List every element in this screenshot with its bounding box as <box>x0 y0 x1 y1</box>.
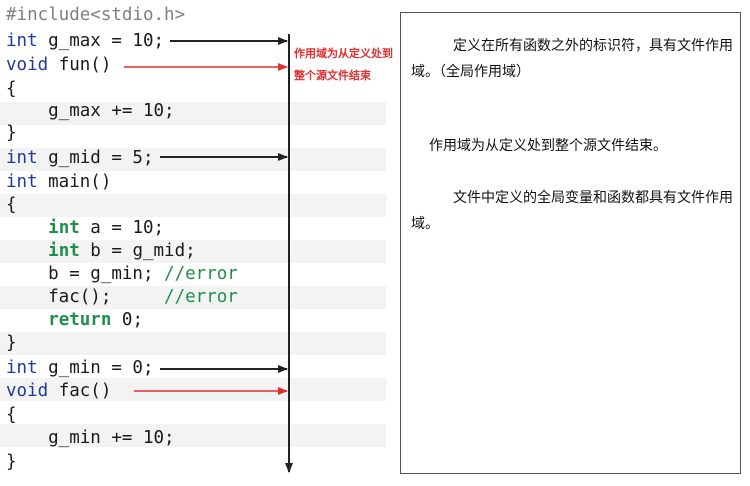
code-text: g_min = 0; <box>37 358 154 378</box>
scope-annotation: 作用域为从定义处到 整个源文件结束 <box>294 43 394 87</box>
code-line-g-min-add: g_min += 10; <box>6 428 175 448</box>
code-line-brace: } <box>6 123 17 143</box>
explanation-paragraph: 文件中定义的全局变量和函数都具有文件作用域。 <box>411 190 733 232</box>
code-line-g-max: int g_max = 10; <box>6 30 164 53</box>
keyword: int <box>48 218 80 238</box>
code-line-brace: } <box>6 333 17 353</box>
code-line-brace: { <box>6 405 17 425</box>
keyword: void <box>6 381 49 401</box>
keyword: int <box>6 148 38 168</box>
code-line-int-a: int a = 10; <box>6 217 164 240</box>
code-text: b = g_mid; <box>79 241 196 261</box>
code-line-fun: void fun() <box>6 54 111 77</box>
code-text: g_mid = 5; <box>37 148 154 168</box>
code-line-b-assign: b = g_min; //error <box>6 263 238 286</box>
keyword: int <box>48 241 80 261</box>
explanation-panel: 定义在所有函数之外的标识符，具有文件作用域。（全局作用域） 作用域为从定义处到整… <box>400 12 741 474</box>
code-text: main() <box>37 172 112 192</box>
code-text: fac() <box>48 381 112 401</box>
code-line-return: return 0; <box>6 309 143 332</box>
code-text: fun() <box>48 55 112 75</box>
code-text: fac(); <box>6 287 165 307</box>
code-text: g_max = 10; <box>37 31 165 51</box>
code-line-fac: void fac() <box>6 380 111 403</box>
explanation-paragraph: 定义在所有函数之外的标识符，具有文件作用域。（全局作用域） <box>411 38 733 80</box>
keyword: return <box>48 310 112 330</box>
annotation-line: 作用域为从定义处到 <box>294 47 393 60</box>
code-line-fac-call: fac(); //error <box>6 286 238 309</box>
code-line-g-min: int g_min = 0; <box>6 357 154 380</box>
code-text: a = 10; <box>79 218 165 238</box>
error-comment: //error <box>164 287 238 307</box>
code-line-g-mid: int g_mid = 5; <box>6 147 154 170</box>
code-line-g-max-add: g_max += 10; <box>6 101 175 121</box>
code-line-brace: } <box>6 452 17 472</box>
include-line: #include<stdio.h> <box>6 5 186 25</box>
keyword: void <box>6 55 49 75</box>
keyword: int <box>6 358 38 378</box>
annotation-line: 整个源文件结束 <box>294 69 371 82</box>
code-line-int-b: int b = g_mid; <box>6 240 196 263</box>
code-line-brace: { <box>6 195 17 215</box>
keyword: int <box>6 172 38 192</box>
keyword: int <box>6 31 38 51</box>
explanation-paragraph: 作用域为从定义处到整个源文件结束。 <box>429 138 667 154</box>
code-line-main: int main() <box>6 171 111 194</box>
code-text: 0; <box>111 310 143 330</box>
error-comment: //error <box>164 264 238 284</box>
code-line-brace: { <box>6 79 17 99</box>
code-text: b = g_min; <box>6 264 165 284</box>
